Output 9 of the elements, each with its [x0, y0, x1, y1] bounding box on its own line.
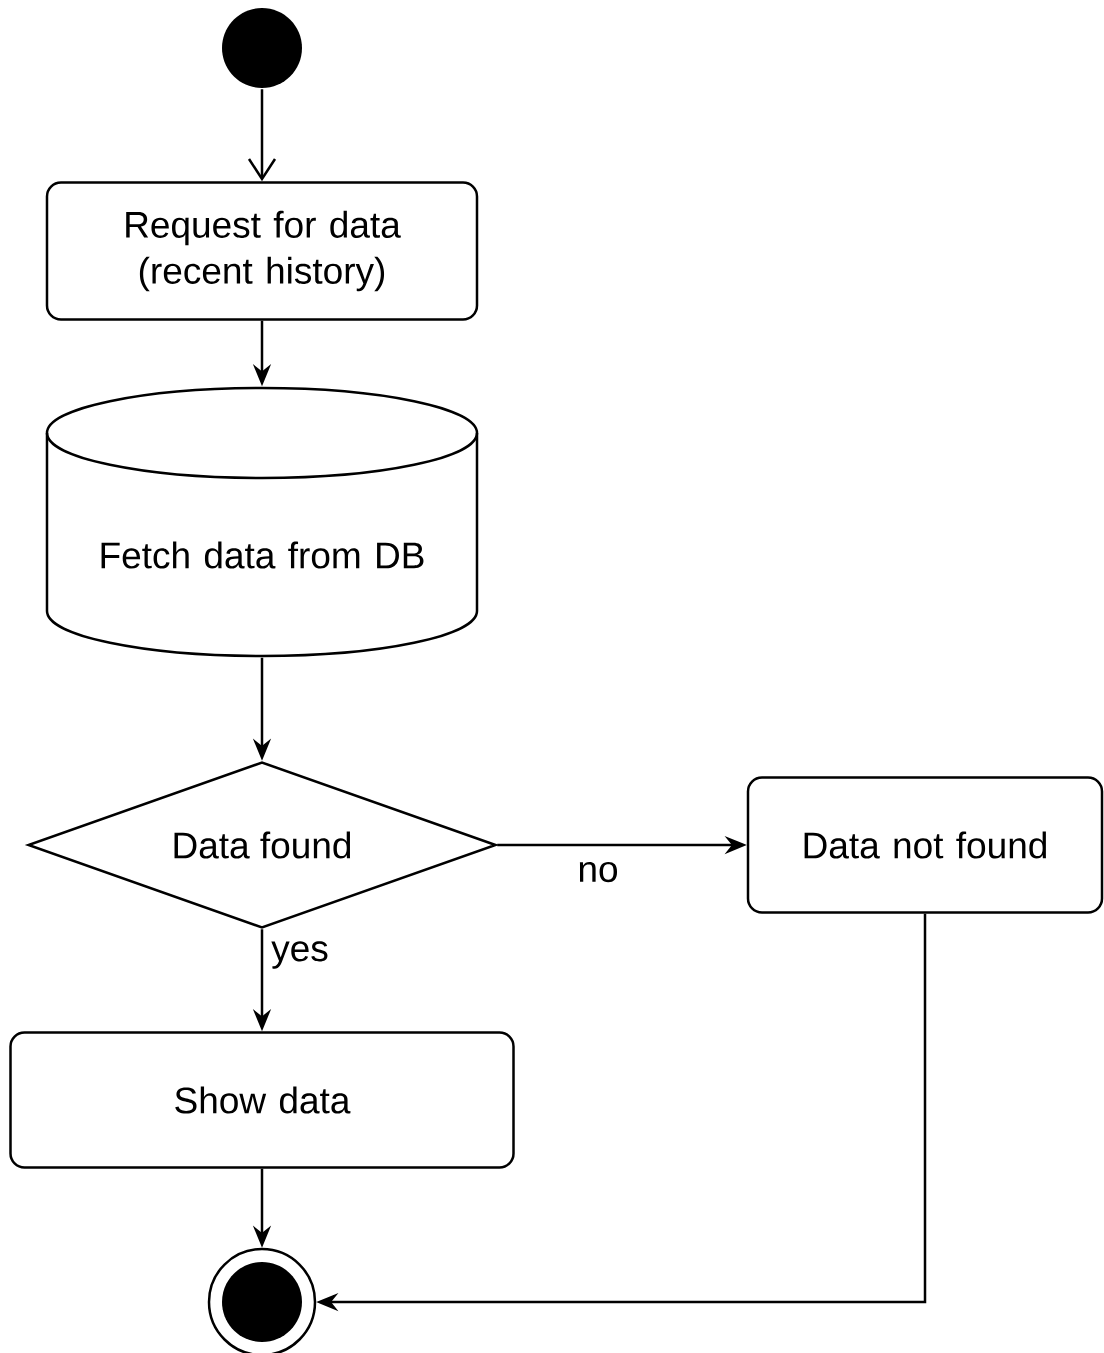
database-cylinder: Fetch data from DB	[45, 386, 479, 658]
edge-label: no	[575, 859, 621, 885]
end-node	[207, 1247, 317, 1353]
action-box: Data not found	[746, 776, 1104, 914]
arrow	[247, 89, 277, 182]
action-box: Request for data (recent history)	[45, 181, 479, 321]
action-box: Show data	[9, 1031, 515, 1169]
edge-label: yes	[269, 939, 331, 971]
start-node	[222, 8, 302, 88]
